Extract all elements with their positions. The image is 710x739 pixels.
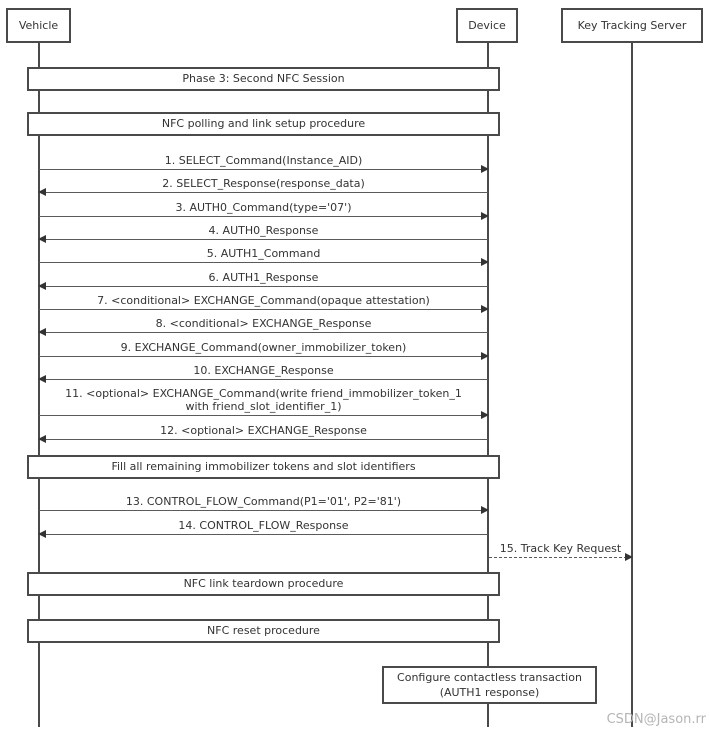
procedure-label: NFC polling and link setup procedure — [161, 117, 366, 130]
message-10-exchange-response: 10. EXCHANGE_Response — [38, 364, 488, 383]
message-arrow-line — [38, 282, 488, 290]
arrowhead-right-icon — [625, 553, 633, 561]
message-label: 6. AUTH1_Response — [208, 271, 319, 284]
arrowhead-left-icon — [38, 235, 46, 243]
arrowhead-right-icon — [481, 212, 489, 220]
message-13-control-flow-command: 13. CONTROL_FLOW_Command(P1='01', P2='81… — [39, 495, 489, 514]
actor-key-tracking-server: Key Tracking Server — [561, 8, 703, 43]
message-label: 4. AUTH0_Response — [208, 224, 319, 237]
arrowhead-right-icon — [481, 305, 489, 313]
procedure-box-phase3-second-nfc-session: Phase 3: Second NFC Session — [27, 67, 500, 91]
procedure-label: Phase 3: Second NFC Session — [182, 72, 345, 85]
message-arrow-line — [39, 258, 489, 266]
message-label: 1. SELECT_Command(Instance_AID) — [164, 154, 363, 167]
arrowhead-right-icon — [481, 258, 489, 266]
message-label: 12. <optional> EXCHANGE_Response — [160, 424, 367, 437]
message-arrow-line — [39, 165, 489, 173]
message-4-auth0-response: 4. AUTH0_Response — [38, 224, 488, 243]
procedure-label: NFC reset procedure — [207, 624, 320, 637]
arrowhead-right-icon — [481, 352, 489, 360]
actor-device: Device — [456, 8, 518, 43]
message-2-select-response: 2. SELECT_Response(response_data) — [38, 177, 488, 196]
message-arrow-line — [38, 435, 488, 443]
arrowhead-right-icon — [481, 506, 489, 514]
message-arrow-line — [39, 212, 489, 220]
message-label: 15. Track Key Request — [499, 542, 622, 555]
arrowhead-right-icon — [481, 411, 489, 419]
message-7-exchange-command-conditional: 7. <conditional> EXCHANGE_Command(opaque… — [39, 294, 489, 313]
message-11-exchange-command-friend-token: 11. <optional> EXCHANGE_Command(write fr… — [39, 387, 489, 419]
message-arrow-line — [38, 530, 488, 538]
message-label: 10. EXCHANGE_Response — [193, 364, 334, 377]
message-label: 9. EXCHANGE_Command(owner_immobilizer_to… — [120, 341, 407, 354]
lifeline-device — [486, 43, 489, 727]
arrowhead-left-icon — [38, 435, 46, 443]
message-label: 8. <conditional> EXCHANGE_Response — [155, 317, 372, 330]
message-label: 5. AUTH1_Command — [206, 247, 321, 260]
message-arrow-line — [39, 352, 489, 360]
actor-vehicle: Vehicle — [6, 8, 71, 43]
message-arrow-line — [38, 188, 488, 196]
message-arrow-line — [39, 506, 489, 514]
message-label: 11. <optional> EXCHANGE_Command(write fr… — [65, 387, 462, 413]
note-configure-contactless-transaction: Configure contactless transaction (AUTH1… — [382, 666, 597, 704]
actor-key-tracking-server-label: Key Tracking Server — [577, 19, 687, 32]
message-label: 13. CONTROL_FLOW_Command(P1='01', P2='81… — [125, 495, 402, 508]
message-8-exchange-response-conditional: 8. <conditional> EXCHANGE_Response — [38, 317, 488, 336]
message-label: 14. CONTROL_FLOW_Response — [178, 519, 349, 532]
procedure-box-nfc-reset: NFC reset procedure — [27, 619, 500, 643]
arrowhead-right-icon — [481, 165, 489, 173]
procedure-label: Fill all remaining immobilizer tokens an… — [111, 460, 416, 473]
arrowhead-left-icon — [38, 188, 46, 196]
message-arrow-line — [38, 328, 488, 336]
message-9-exchange-command-owner-token: 9. EXCHANGE_Command(owner_immobilizer_to… — [39, 341, 489, 360]
procedure-box-nfc-link-teardown: NFC link teardown procedure — [27, 572, 500, 596]
message-label: 3. AUTH0_Command(type='07') — [175, 201, 352, 214]
arrowhead-left-icon — [38, 375, 46, 383]
arrowhead-left-icon — [38, 530, 46, 538]
message-arrow-line — [38, 375, 488, 383]
message-3-auth0-command: 3. AUTH0_Command(type='07') — [39, 201, 489, 220]
procedure-box-fill-remaining-tokens: Fill all remaining immobilizer tokens an… — [27, 455, 500, 479]
message-1-select-command: 1. SELECT_Command(Instance_AID) — [39, 154, 489, 173]
message-arrow-line — [38, 235, 488, 243]
message-arrow-line — [39, 305, 489, 313]
watermark: CSDN@Jason.rr — [606, 712, 706, 727]
message-5-auth1-command: 5. AUTH1_Command — [39, 247, 489, 266]
lifeline-key-tracking-server — [631, 43, 633, 727]
message-15-track-key-request: 15. Track Key Request — [489, 542, 633, 561]
arrowhead-left-icon — [38, 328, 46, 336]
message-label: 7. <conditional> EXCHANGE_Command(opaque… — [97, 294, 430, 307]
message-label: 2. SELECT_Response(response_data) — [162, 177, 365, 190]
lifeline-vehicle — [37, 43, 40, 727]
actor-device-label: Device — [468, 19, 506, 32]
note-label: Configure contactless transaction (AUTH1… — [397, 671, 582, 699]
actor-vehicle-label: Vehicle — [18, 19, 59, 32]
message-dashed-arrow-line — [489, 553, 633, 561]
message-14-control-flow-response: 14. CONTROL_FLOW_Response — [38, 519, 488, 538]
message-6-auth1-response: 6. AUTH1_Response — [38, 271, 488, 290]
message-12-exchange-response-optional: 12. <optional> EXCHANGE_Response — [38, 424, 488, 443]
procedure-box-nfc-polling-link-setup: NFC polling and link setup procedure — [27, 112, 500, 136]
arrowhead-left-icon — [38, 282, 46, 290]
procedure-label: NFC link teardown procedure — [183, 577, 344, 590]
message-arrow-line — [39, 411, 489, 419]
